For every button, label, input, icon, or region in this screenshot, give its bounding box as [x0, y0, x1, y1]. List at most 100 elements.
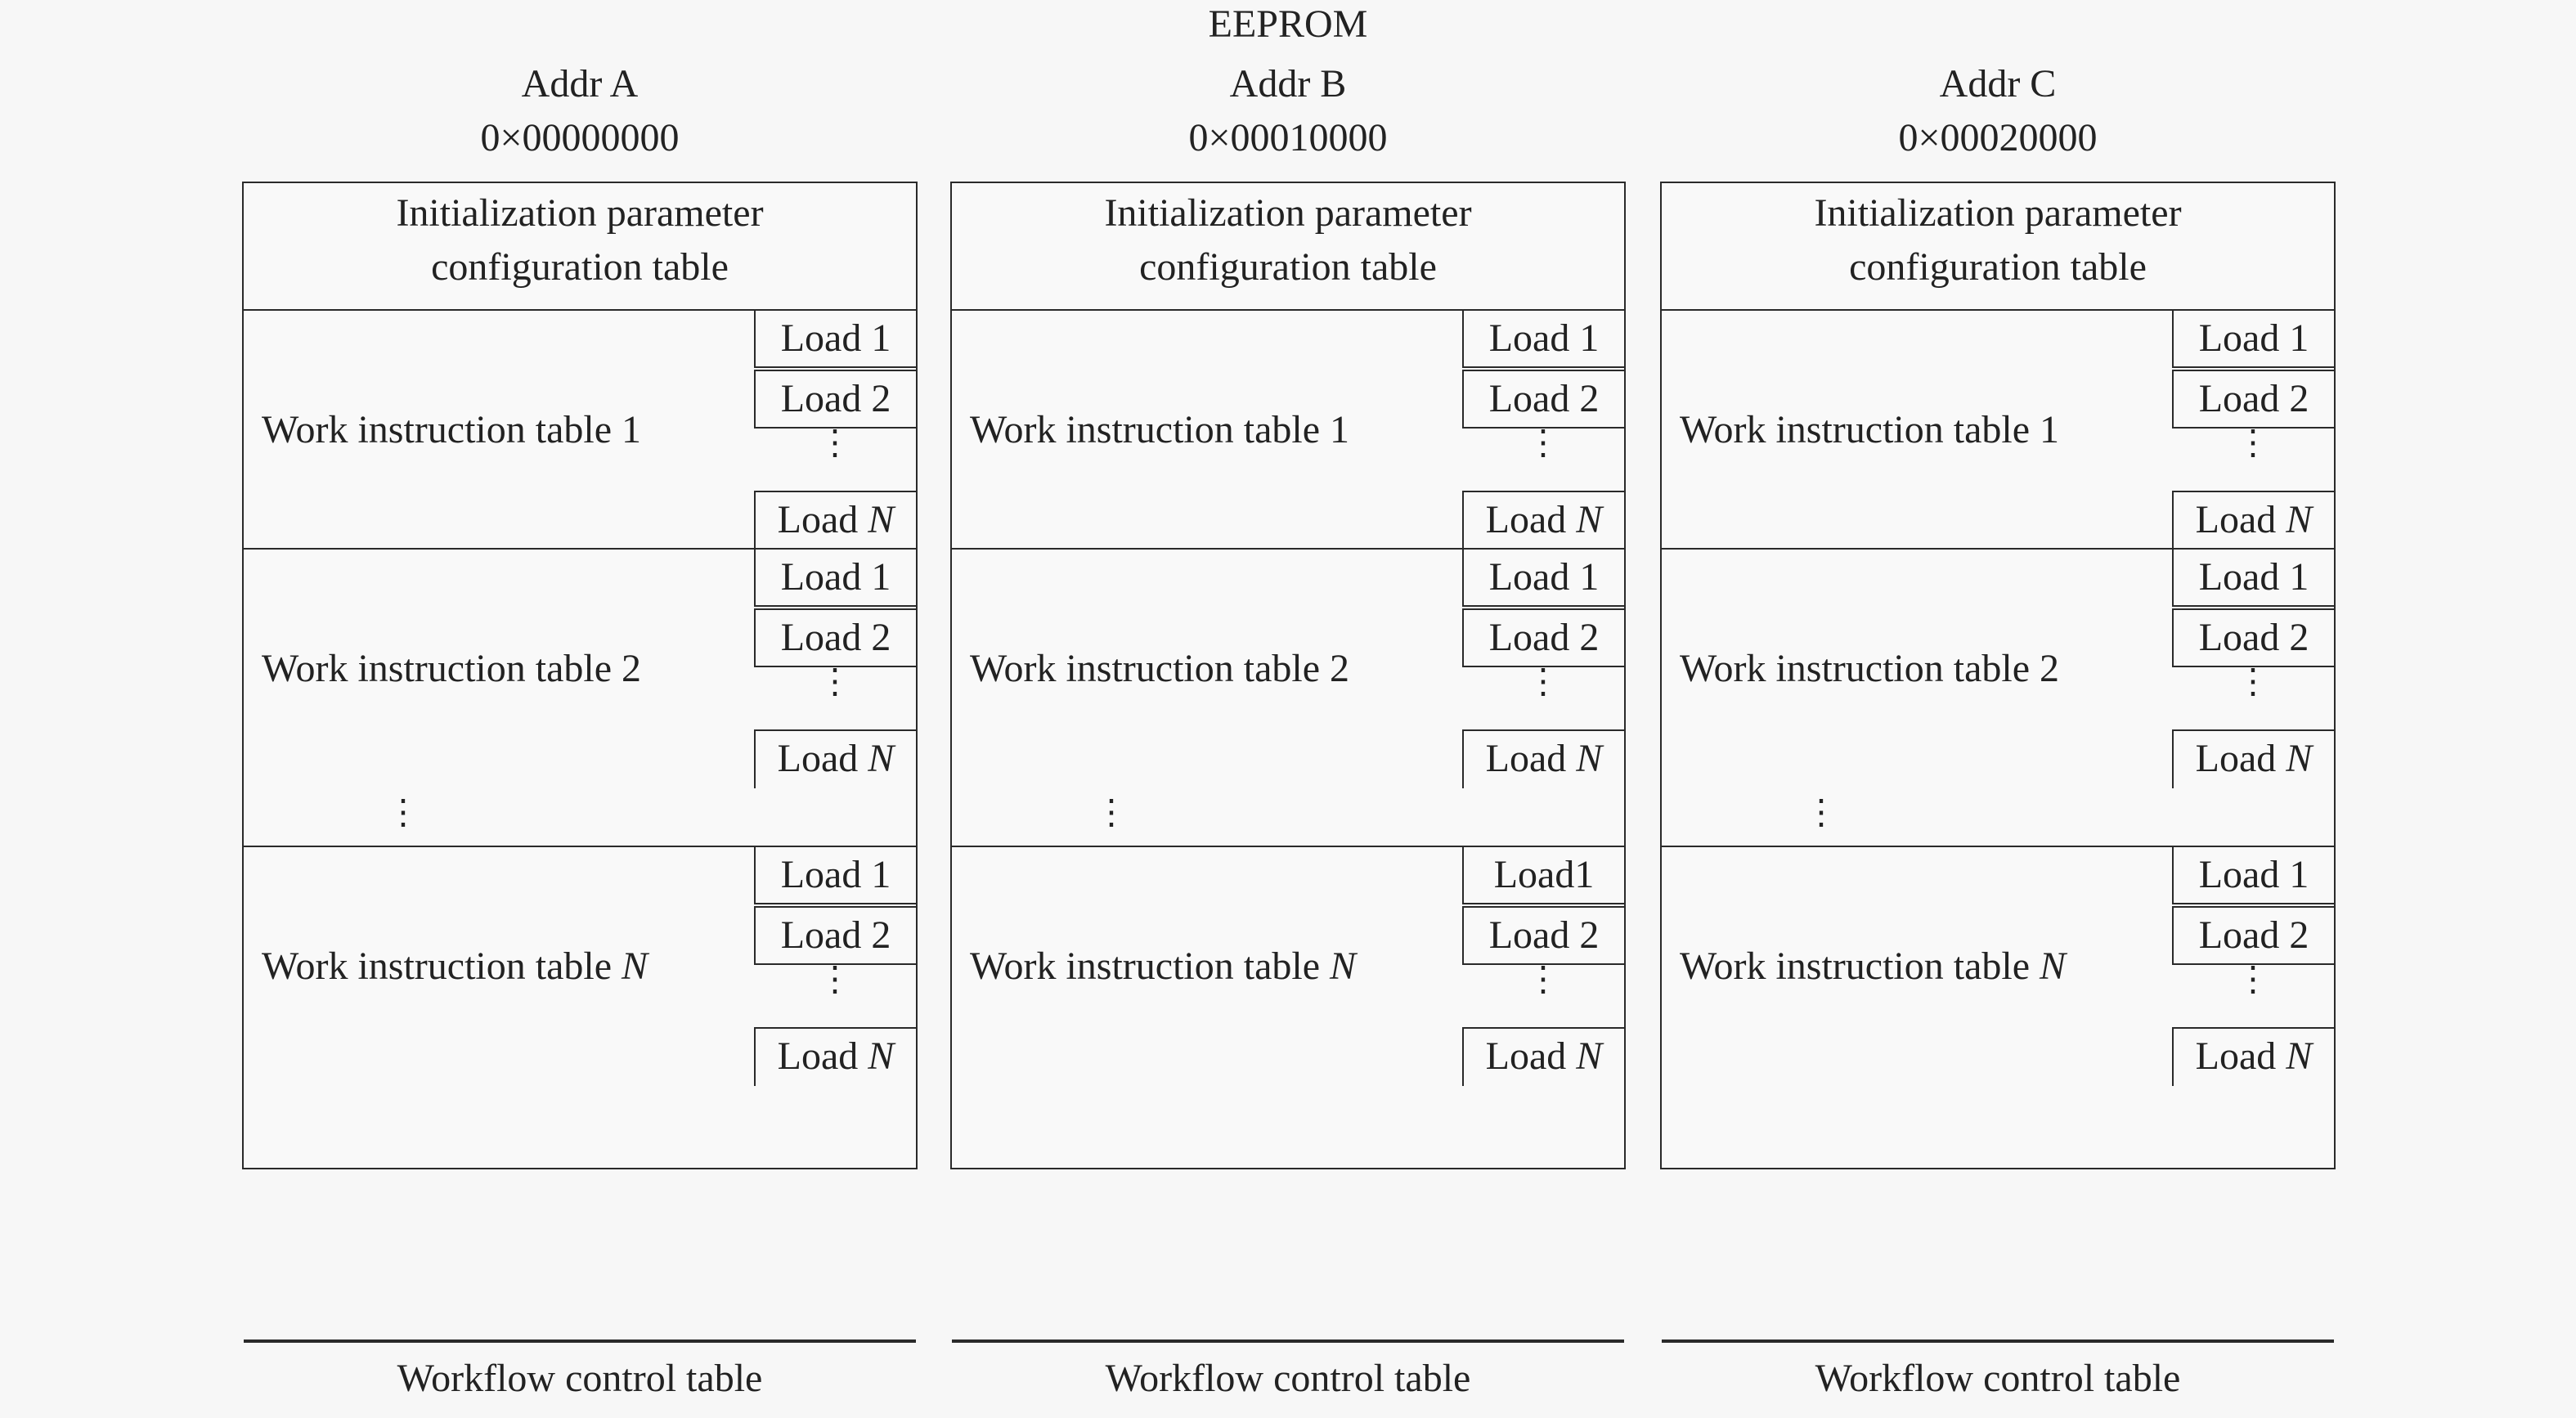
- load-ellipsis: ⋮: [818, 424, 852, 462]
- diagram-title: EEPROM: [1208, 2, 1368, 46]
- work-instruction-table-label: Work instruction table N: [970, 945, 1357, 988]
- workflow-control-table: Workflow control table: [952, 1339, 1624, 1418]
- init-config-line-1: Initialization parameter: [396, 191, 764, 235]
- init-config-label: Initialization parameter configuration ta…: [244, 186, 916, 294]
- load-cell: Load 1: [2172, 311, 2334, 368]
- init-config-label: Initialization parameter configuration ta…: [1662, 186, 2334, 294]
- load-ellipsis: ⋮: [2236, 424, 2270, 462]
- workflow-control-label: Workflow control table: [1815, 1357, 2181, 1400]
- load-cell: Load N: [754, 729, 916, 788]
- work-instruction-table-label: Work instruction table N: [1680, 945, 2067, 988]
- workflow-control-label: Workflow control table: [1105, 1357, 1471, 1400]
- load-cell: Load 2: [754, 608, 916, 667]
- load-cell: Load 1: [754, 550, 916, 607]
- load-cell: Load 2: [1462, 906, 1624, 965]
- load-cell: Load 2: [1462, 370, 1624, 429]
- section-divider: [952, 548, 1624, 550]
- section-divider: [244, 846, 916, 847]
- load-cell: Load 1: [1462, 311, 1624, 368]
- load-cell: Load N: [754, 491, 916, 550]
- init-config-line-1: Initialization parameter: [1814, 191, 2182, 235]
- work-instruction-table-label: Work instruction table 2: [262, 647, 642, 690]
- load-cell: Load 2: [754, 906, 916, 965]
- section-divider: [952, 846, 1624, 847]
- load-cell: Load N: [754, 1027, 916, 1086]
- load-ellipsis: ⋮: [818, 663, 852, 701]
- load-ellipsis: ⋮: [2236, 961, 2270, 998]
- load-cell: Load 2: [754, 370, 916, 429]
- table-ellipsis: ⋮: [1804, 794, 1838, 832]
- load-cell: Load1: [1462, 847, 1624, 904]
- init-config-label: Initialization parameter configuration ta…: [952, 186, 1624, 294]
- work-instruction-table-label: Work instruction table 2: [1680, 647, 2060, 690]
- address-name: Addr C: [1939, 62, 2057, 105]
- address-value: 0×00000000: [480, 116, 680, 159]
- load-cell: Load 1: [1462, 550, 1624, 607]
- address-name: Addr A: [521, 62, 639, 105]
- table-ellipsis: ⋮: [1094, 794, 1129, 832]
- init-config-table: Initialization parameter configuration ta…: [950, 182, 1626, 311]
- load-cell: Load N: [1462, 491, 1624, 550]
- load-cell: Load N: [2172, 491, 2334, 550]
- address-name: Addr B: [1229, 62, 1347, 105]
- load-ellipsis: ⋮: [1526, 961, 1560, 998]
- load-cell: Load 2: [2172, 370, 2334, 429]
- load-cell: Load N: [1462, 729, 1624, 788]
- load-cell: Load 1: [2172, 550, 2334, 607]
- load-cell: Load 1: [754, 311, 916, 368]
- work-instruction-table-label: Work instruction table 1: [262, 408, 642, 451]
- load-cell: Load N: [2172, 729, 2334, 788]
- load-ellipsis: ⋮: [818, 961, 852, 998]
- address-value: 0×00020000: [1898, 116, 2098, 159]
- init-config-line-1: Initialization parameter: [1104, 191, 1472, 235]
- load-cell: Load N: [1462, 1027, 1624, 1086]
- init-config-line-2: configuration table: [1849, 245, 2147, 289]
- section-divider: [244, 548, 916, 550]
- init-config-table: Initialization parameter configuration ta…: [242, 182, 918, 311]
- load-cell: Load 2: [1462, 608, 1624, 667]
- section-divider: [1662, 548, 2334, 550]
- load-ellipsis: ⋮: [1526, 663, 1560, 701]
- workflow-control-table: Workflow control table: [1662, 1339, 2334, 1418]
- section-divider: [1662, 846, 2334, 847]
- init-config-line-2: configuration table: [431, 245, 729, 289]
- load-cell: Load 2: [2172, 608, 2334, 667]
- work-instruction-table-label: Work instruction table 1: [970, 408, 1350, 451]
- init-config-table: Initialization parameter configuration ta…: [1660, 182, 2336, 311]
- work-instruction-table-label: Work instruction table N: [262, 945, 648, 988]
- work-instruction-table-label: Work instruction table 2: [970, 647, 1350, 690]
- load-ellipsis: ⋮: [1526, 424, 1560, 462]
- table-ellipsis: ⋮: [386, 794, 420, 832]
- workflow-control-table: Workflow control table: [244, 1339, 916, 1418]
- load-cell: Load N: [2172, 1027, 2334, 1086]
- load-cell: Load 2: [2172, 906, 2334, 965]
- load-ellipsis: ⋮: [2236, 663, 2270, 701]
- workflow-control-label: Workflow control table: [397, 1357, 763, 1400]
- work-instruction-table-label: Work instruction table 1: [1680, 408, 2060, 451]
- init-config-line-2: configuration table: [1139, 245, 1437, 289]
